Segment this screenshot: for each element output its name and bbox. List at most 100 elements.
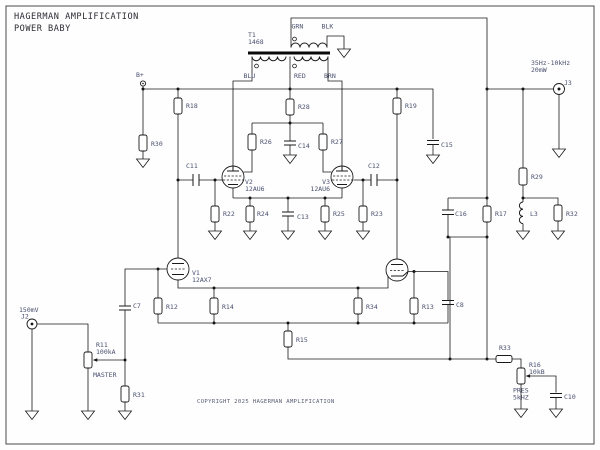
pot-r11-master: R11 100kA MASTER: [83, 341, 117, 379]
capacitor-c7: C7: [119, 302, 141, 311]
svg-text:R14: R14: [222, 303, 234, 311]
lead-label-red: RED: [294, 72, 306, 80]
resistors: R30 R18 R19 R28 R26 R27 R22 R24 R25 R23 …: [120, 97, 578, 403]
capacitor-c13: C13: [282, 211, 309, 221]
svg-text:R22: R22: [223, 210, 235, 218]
svg-text:R33: R33: [499, 344, 511, 352]
resistor-r18: R18: [173, 97, 198, 115]
svg-text:R11: R11: [96, 341, 108, 349]
resistor-r14: R14: [209, 297, 234, 315]
svg-text:100kA: 100kA: [96, 348, 116, 356]
master-label: MASTER: [93, 371, 117, 379]
svg-text:C15: C15: [441, 141, 453, 149]
svg-text:C13: C13: [297, 213, 309, 221]
resistor-r34: R34: [353, 297, 378, 315]
presence-label: PRES: [513, 387, 529, 395]
svg-text:R30: R30: [151, 140, 163, 148]
phase-dot: [292, 36, 297, 42]
presence-freq-label: 5kHZ: [513, 394, 529, 402]
output-bandwidth-label: 35Hz-10kHz: [531, 59, 570, 67]
capacitor-c8: C8: [442, 300, 464, 309]
resistor-r30: R30: [138, 134, 163, 152]
svg-text:C7: C7: [133, 302, 141, 310]
svg-text:R15: R15: [296, 336, 308, 344]
tube-ref: V3: [322, 178, 330, 186]
lead-label-blu: BLU: [244, 72, 256, 80]
svg-text:R23: R23: [371, 210, 383, 218]
input-jack-j2: 150mV J2: [19, 306, 39, 330]
sheet-border: [5, 5, 595, 445]
svg-text:R19: R19: [405, 102, 417, 110]
phase-dot: [292, 63, 297, 69]
page-title: HAGERMAN AMPLIFICATION: [14, 12, 139, 22]
resistor-r28: R28: [285, 98, 310, 116]
tube-v1a: V1 12AX7: [166, 257, 212, 284]
transformer-value: 1468: [248, 38, 264, 46]
transformer-core: [248, 51, 330, 55]
resistor-r31: R31: [120, 385, 145, 403]
svg-text:R18: R18: [186, 102, 198, 110]
secondary-winding: [290, 42, 328, 48]
svg-text:R31: R31: [133, 391, 145, 399]
page-subtitle: POWER BABY: [14, 24, 71, 34]
svg-text:C16: C16: [455, 210, 467, 218]
ground-symbols: [25, 48, 566, 420]
resistor-r27: R27: [318, 133, 343, 151]
svg-text:C12: C12: [368, 162, 380, 170]
b-plus-terminal: B+: [136, 71, 147, 87]
svg-text:R25: R25: [333, 210, 345, 218]
tube-v1b: [385, 258, 409, 282]
resistor-r19: R19: [392, 97, 417, 115]
wiper-arrow: [525, 374, 531, 378]
capacitor-c11: C11: [186, 162, 200, 186]
capacitor-c10: C10: [550, 393, 576, 401]
copyright-text: COPYRIGHT 2025 HAGERMAN AMPLIFICATION: [197, 399, 335, 405]
tube-type: 12AU6: [310, 185, 330, 193]
resistor-r17: R17: [482, 205, 507, 223]
svg-text:L3: L3: [530, 210, 538, 218]
svg-text:C10: C10: [564, 393, 576, 401]
lead-label-brn: BRN: [324, 72, 336, 80]
svg-text:R26: R26: [260, 138, 272, 146]
capacitor-c15: C15: [427, 140, 453, 149]
junction-dots: [123, 87, 525, 362]
resistor-r22: R22: [210, 205, 235, 223]
resistor-r33: R33: [495, 344, 513, 363]
svg-text:C11: C11: [186, 162, 198, 170]
lead-label-blk: BLK: [322, 23, 334, 31]
svg-text:R34: R34: [366, 303, 378, 311]
resistor-r13: R13: [409, 297, 434, 315]
resistor-r24: R24: [245, 205, 269, 223]
pot-r16-presence: R16 10kB PRES 5kHZ: [513, 361, 545, 402]
tube-v2: V2 12AU6: [221, 165, 265, 193]
resistor-r29: R29: [518, 167, 543, 186]
resistor-r15: R15: [283, 330, 308, 348]
svg-text:R32: R32: [566, 210, 578, 218]
svg-text:R17: R17: [495, 210, 507, 218]
output-power-label: 20mW: [531, 66, 547, 74]
resistor-r23: R23: [358, 205, 383, 223]
input-level-label: 150mV: [19, 306, 39, 314]
input-jack-label: J2: [21, 313, 29, 321]
svg-text:10kB: 10kB: [529, 368, 545, 376]
transformer-t1: T1 1468 GRN BLK BLU RED BRN: [244, 23, 336, 81]
resistor-r25: R25: [320, 205, 345, 223]
tube-type: 12AX7: [192, 276, 212, 284]
svg-text:R29: R29: [531, 173, 543, 181]
tube-v3: V3 12AU6: [310, 165, 354, 193]
svg-text:R16: R16: [529, 361, 541, 369]
transformer-ref: T1: [248, 31, 256, 39]
svg-text:C14: C14: [298, 142, 310, 150]
wires: [31, 17, 560, 411]
output-jack-label: J3: [564, 79, 572, 87]
svg-text:R13: R13: [422, 303, 434, 311]
primary-winding-left: [251, 56, 287, 62]
resistor-r26: R26: [247, 133, 272, 151]
svg-text:R24: R24: [257, 210, 269, 218]
svg-text:R27: R27: [331, 138, 343, 146]
svg-text:R12: R12: [166, 303, 178, 311]
resistor-r12: R12: [153, 297, 178, 315]
capacitors: C11 C12 C14 C13 C15 C7 C8 C16 C10: [119, 140, 576, 401]
svg-text:C8: C8: [456, 301, 464, 309]
